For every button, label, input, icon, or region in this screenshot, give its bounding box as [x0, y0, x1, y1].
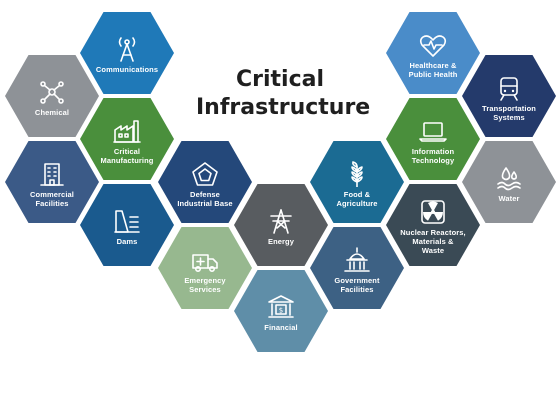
sector-hexagon-defense-industrial-base: Defense Industrial Base: [158, 141, 252, 223]
bank-icon: $: [268, 295, 294, 318]
sector-hexagon-information-technology: Information Technology: [386, 98, 480, 180]
pentagon-icon: [192, 161, 218, 186]
train-icon: [500, 76, 518, 101]
sector-hexagon-food-agriculture: Food & Agriculture: [310, 141, 404, 223]
sector-label: Emergency Services: [184, 275, 226, 294]
sector-hexagon-emergency-services: Emergency Services: [158, 227, 252, 309]
sector-hexagon-communications: Communications: [80, 12, 174, 94]
factory-icon: [113, 119, 141, 143]
radiation-icon: [421, 200, 445, 224]
sector-label: Nuclear Reactors, Materials & Waste: [400, 228, 466, 255]
ambulance-icon: [192, 253, 218, 272]
wheat-icon: [351, 160, 363, 187]
sector-label: Food & Agriculture: [336, 189, 378, 208]
sector-label: Information Technology: [411, 146, 455, 165]
sector-label: Energy: [267, 237, 295, 246]
diagram-title: Critical Infrastructure: [196, 67, 371, 120]
sector-label: Dams: [116, 237, 138, 246]
sector-hexagon-nuclear: Nuclear Reactors, Materials & Waste: [386, 184, 480, 266]
sector-label: Transportation Systems: [482, 103, 536, 122]
sector-label: Defense Industrial Base: [177, 189, 233, 208]
power-pylon-icon: [270, 209, 292, 234]
sector-label: Financial: [264, 323, 298, 332]
antenna-tower-icon: [118, 37, 136, 62]
sector-label: Healthcare & Public Health: [408, 60, 458, 79]
sector-hexagon-healthcare: Healthcare & Public Health: [386, 12, 480, 94]
sector-hexagon-chemical: Chemical: [5, 55, 99, 137]
dam-icon: [114, 210, 140, 233]
sector-label: Government Facilities: [334, 275, 380, 294]
office-building-icon: [40, 162, 64, 186]
sector-hexagon-critical-manufacturing: Critical Manufacturing: [80, 98, 174, 180]
molecule-icon: [40, 81, 64, 104]
heart-pulse-icon: [419, 34, 447, 57]
water-drops-icon: [497, 167, 521, 191]
sector-label: Water: [498, 194, 520, 203]
sector-hexagon-government-facilities: Government Facilities: [310, 227, 404, 309]
sector-label: Critical Manufacturing: [100, 146, 154, 165]
sector-hexagon-water: Water: [462, 141, 556, 223]
capitol-dome-icon: [344, 246, 370, 272]
laptop-icon: [419, 121, 447, 142]
sector-hexagon-financial: $ Financial: [234, 270, 328, 352]
sector-hexagon-transportation: Transportation Systems: [462, 55, 556, 137]
sector-hexagon-commercial-facilities: Commercial Facilities: [5, 141, 99, 223]
sector-label: Commercial Facilities: [30, 189, 74, 208]
sector-label: Chemical: [34, 108, 70, 117]
sector-label: Communications: [95, 65, 159, 74]
sector-hexagon-dams: Dams: [80, 184, 174, 266]
sector-hexagon-energy: Energy: [234, 184, 328, 266]
svg-text:$: $: [279, 307, 283, 315]
